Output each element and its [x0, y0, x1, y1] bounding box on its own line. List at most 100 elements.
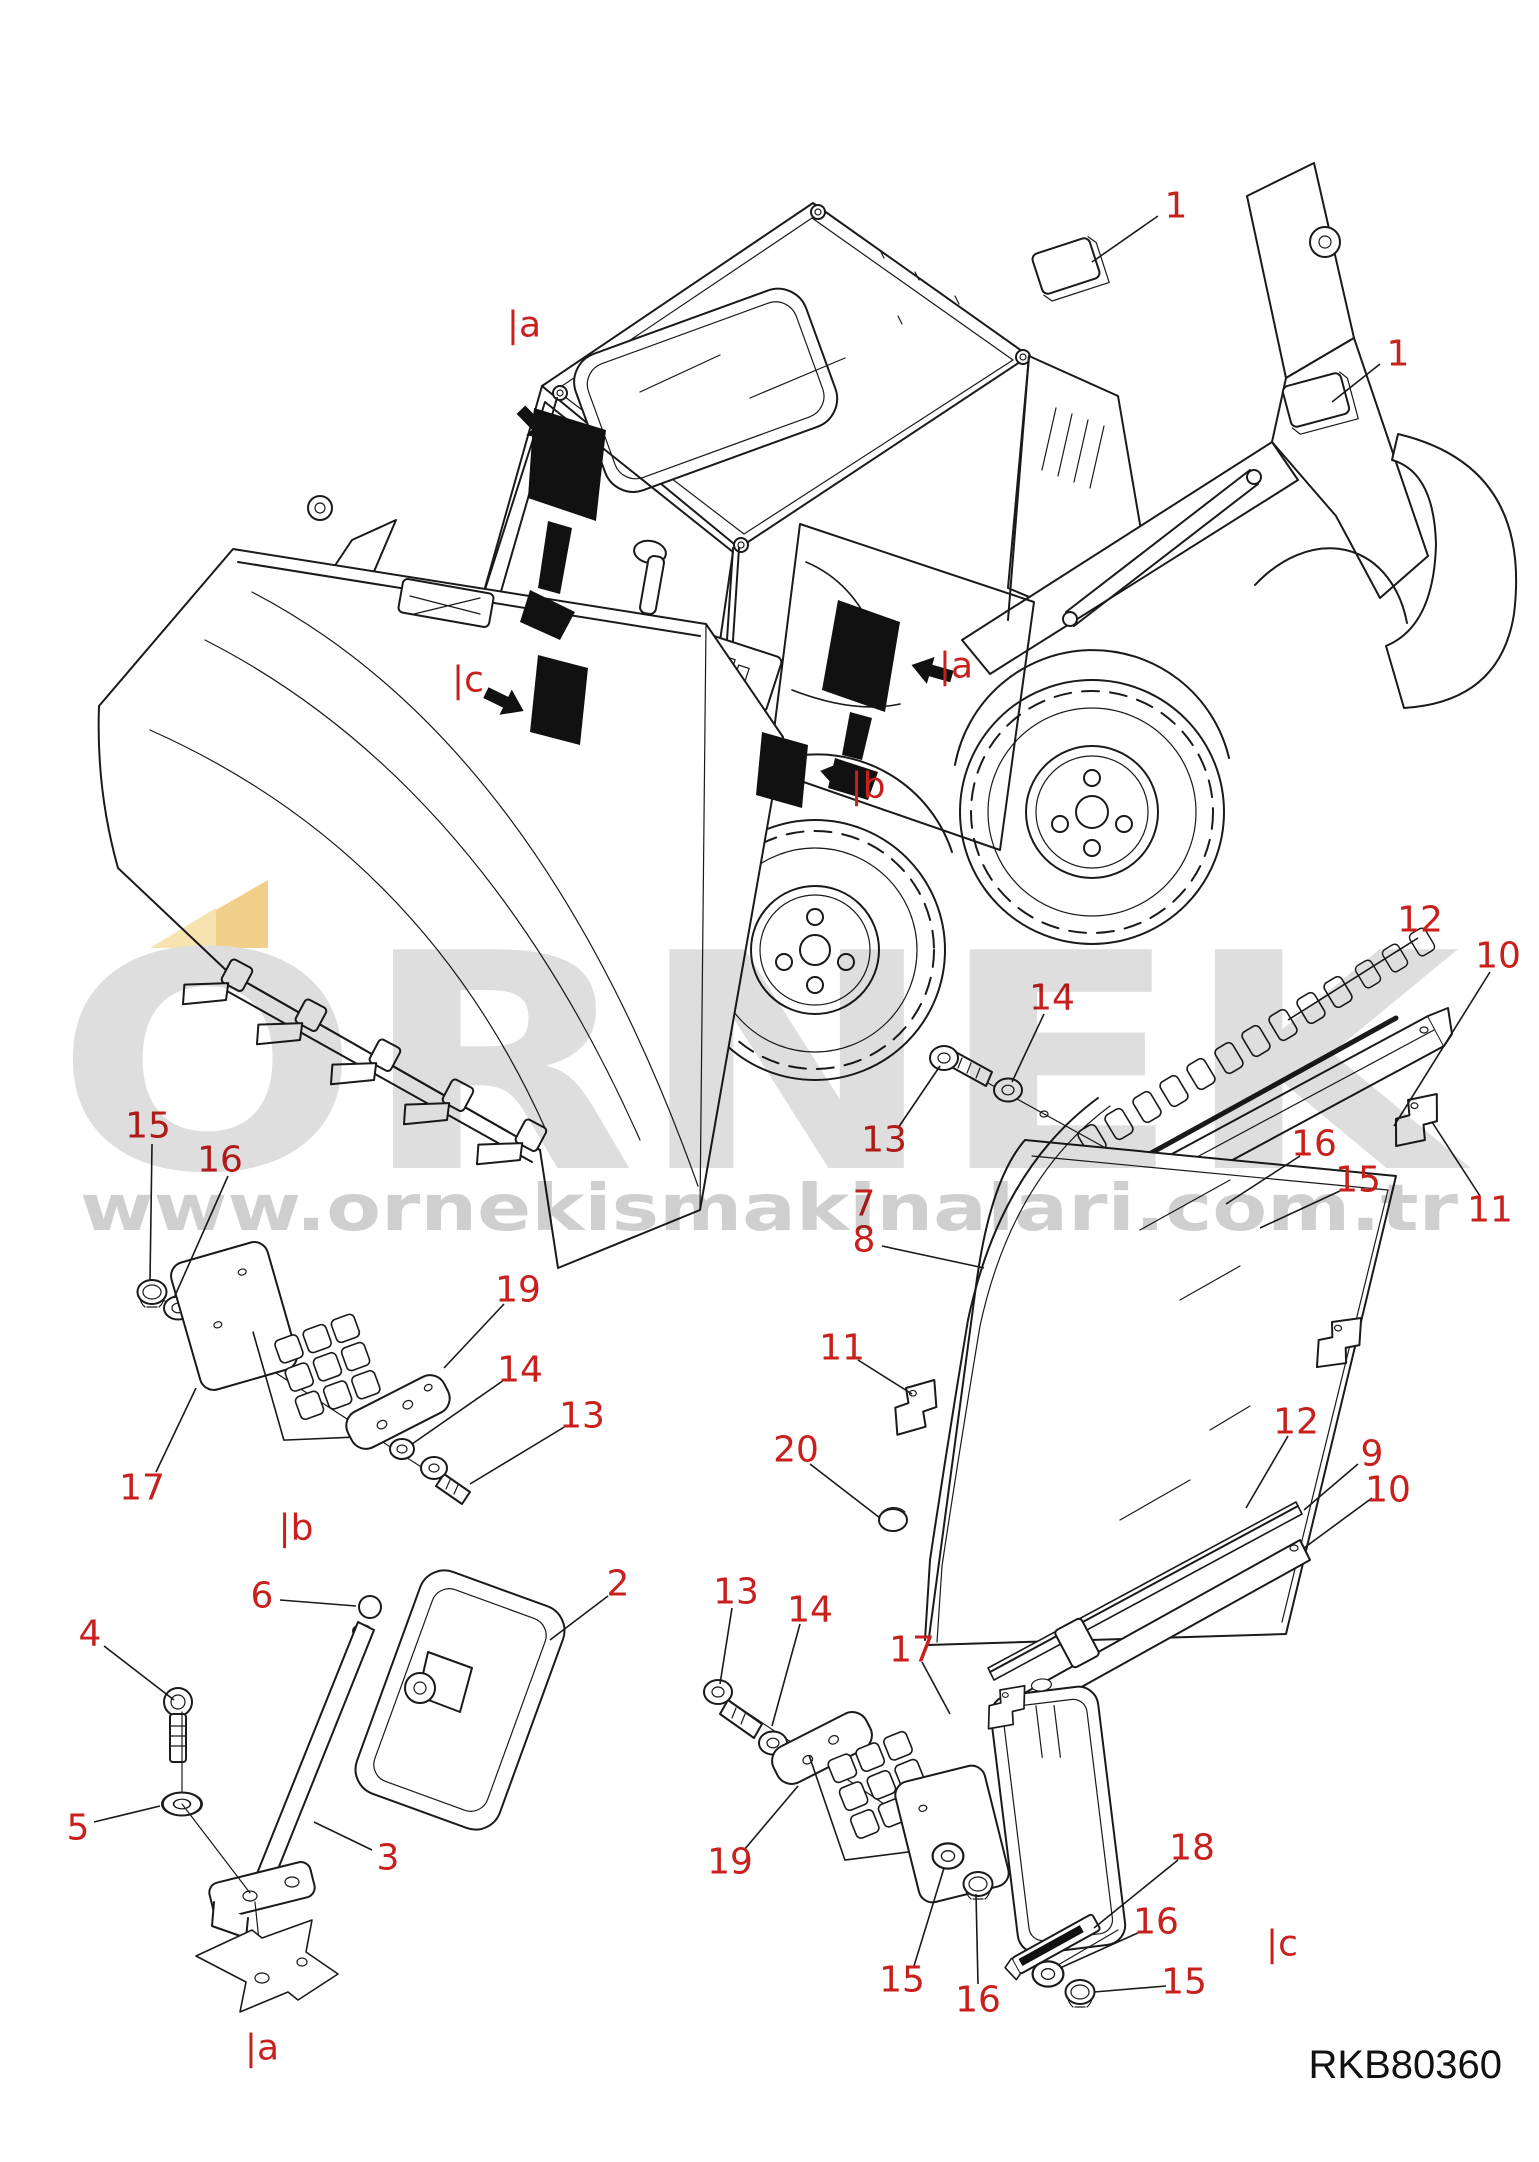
leader-line-2	[549, 1595, 609, 1641]
plug-20	[878, 1507, 908, 1532]
machine-drawing	[97, 162, 1518, 1269]
side-mesh-screen	[768, 523, 1035, 851]
callout-11: 11	[1467, 1190, 1513, 1231]
location-arrow-c	[483, 687, 524, 715]
callout-13: 13	[861, 1120, 907, 1161]
watermark-accent-triangle-small	[150, 908, 216, 948]
leader-line-17	[155, 1387, 197, 1473]
callout-1: 1	[1165, 186, 1188, 227]
leader-line-15	[1093, 1985, 1167, 1993]
leader-line-19	[443, 1303, 505, 1369]
panel-18	[989, 1678, 1127, 1955]
callout-ref-b: |b	[851, 766, 886, 807]
left-pad-group	[136, 1241, 471, 1505]
decal-pads	[483, 405, 954, 808]
callout-5: 5	[67, 1808, 90, 1849]
bracket-plate-19	[345, 1374, 451, 1450]
leader-line-4	[103, 1645, 175, 1701]
leader-line-14	[771, 1623, 801, 1727]
callout-16: 16	[197, 1140, 243, 1181]
callout-6: 6	[251, 1576, 274, 1617]
bottom-strip-group	[1004, 1913, 1119, 2008]
leader-line-11	[857, 1359, 913, 1395]
location-arrow-a-top	[516, 405, 551, 440]
rear-wheel	[959, 547, 1408, 945]
callout-3: 3	[377, 1838, 400, 1879]
bucket	[97, 548, 784, 1269]
rubber-grid-pad-bottom	[808, 1729, 937, 1861]
callout-ref-a: |a	[245, 2028, 279, 2069]
bottom-rail	[987, 1501, 1311, 1727]
mirror-assembly	[160, 1569, 566, 2013]
mounting-surface-sketch	[195, 1919, 339, 2013]
leader-line-15	[913, 1867, 945, 1967]
cap-6	[358, 1595, 382, 1619]
watermark: ORNEK www.ornekismakinalari.com.tr	[55, 880, 1473, 1246]
leader-line-20	[809, 1463, 881, 1519]
callout-9: 9	[1361, 1434, 1384, 1475]
callout-12: 12	[1273, 1402, 1319, 1443]
door-assembly	[878, 925, 1453, 1727]
callout-8: 8	[853, 1220, 876, 1261]
drawing-code: RKB80360	[1309, 2043, 1502, 2087]
leader-line-1	[1331, 363, 1381, 403]
callout-ref-b: |b	[279, 1508, 314, 1549]
leader-line-13	[469, 1425, 567, 1485]
callout-7: 7	[853, 1184, 876, 1225]
leader-line-15	[149, 1143, 153, 1281]
callout-15: 15	[1161, 1962, 1207, 2003]
location-arrow-b	[820, 761, 863, 790]
leader-line-16	[1225, 1155, 1301, 1205]
leader-line-3	[313, 1821, 373, 1851]
mirror-arm-3	[251, 1621, 375, 1895]
callout-ref-c: |c	[1266, 1924, 1298, 1965]
decal-pad-c	[530, 655, 588, 745]
front-wheel	[684, 819, 946, 1081]
leader-line-14	[1011, 1013, 1045, 1083]
leader-line-16	[1059, 1931, 1141, 1969]
leader-line-10	[1303, 1497, 1373, 1549]
callout-15: 15	[125, 1106, 171, 1147]
callout-12: 12	[1397, 900, 1443, 941]
callout-16: 16	[955, 1980, 1001, 2021]
callout-4: 4	[79, 1614, 102, 1655]
callout-20: 20	[773, 1430, 819, 1471]
mirror-base	[208, 1861, 316, 1939]
leader-line-17	[921, 1661, 951, 1715]
callout-19: 19	[707, 1842, 753, 1883]
leader-line-13	[719, 1607, 733, 1685]
leader-line-10	[1393, 971, 1491, 1127]
leader-line-5	[93, 1805, 161, 1823]
watermark-url: www.ornekismakinalari.com.tr	[80, 1172, 1459, 1246]
callout-13: 13	[713, 1572, 759, 1613]
callout-15: 15	[879, 1960, 925, 2001]
leader-line-8	[881, 1245, 985, 1269]
callout-16: 16	[1133, 1902, 1179, 1943]
leader-line-16	[975, 1893, 979, 1985]
top-rail-fasteners	[929, 1045, 1268, 1244]
callout-11: 11	[819, 1328, 865, 1369]
callout-10: 10	[1475, 936, 1521, 977]
callout-19: 19	[495, 1270, 541, 1311]
leader-line-12	[1287, 937, 1419, 1021]
leader-line-16	[173, 1175, 229, 1299]
callout-17: 17	[889, 1630, 935, 1671]
leader-line-13	[897, 1065, 941, 1129]
pad-plate-17	[170, 1241, 298, 1391]
leader-line-9	[1303, 1463, 1359, 1511]
callout-13: 13	[559, 1396, 605, 1437]
callout-ref-c: |c	[452, 660, 484, 701]
callout-14: 14	[1029, 978, 1075, 1019]
pad-plate-15-bottom	[894, 1764, 1010, 1904]
leader-line-15	[1259, 1189, 1343, 1229]
bolt-4	[163, 1687, 193, 1763]
callout-16: 16	[1291, 1124, 1337, 1165]
leader-line-1	[1091, 215, 1159, 263]
leader-line-12	[1245, 1435, 1289, 1509]
bottom-pad-group	[703, 1678, 1127, 2008]
bolt-13-bottom	[703, 1679, 763, 1739]
reflector-plate-1	[1029, 233, 1111, 304]
location-arrow-a-right	[911, 657, 954, 684]
